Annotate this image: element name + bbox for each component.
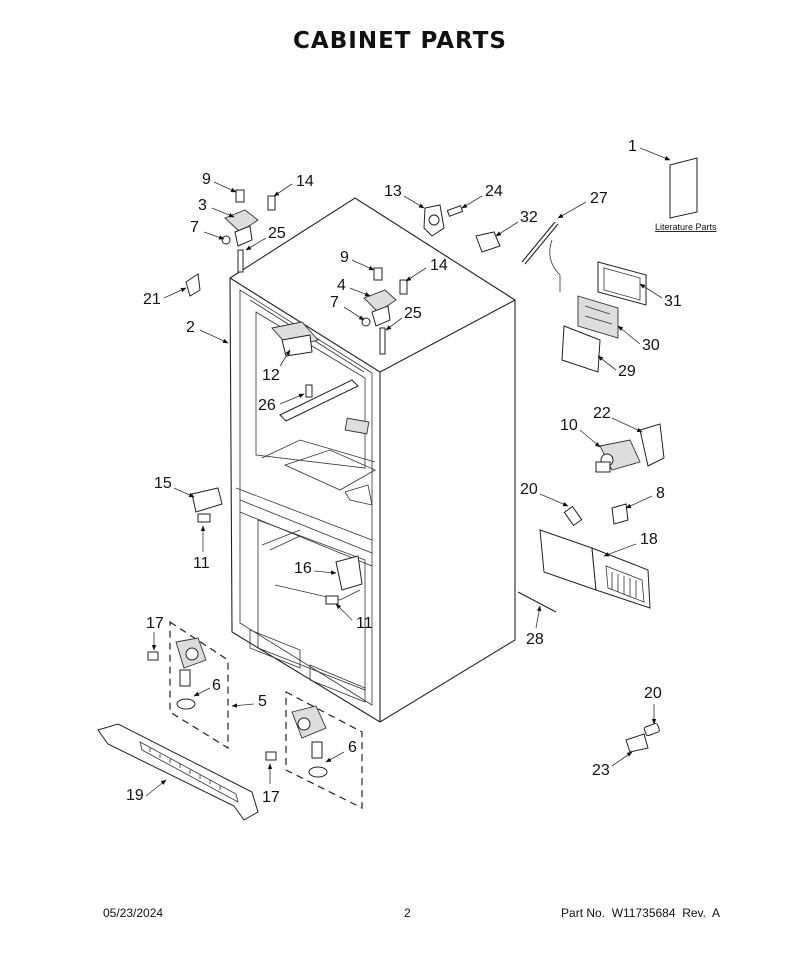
callout-20b: 20 [644,685,662,702]
callout-24: 24 [485,183,503,200]
cover-29 [561,325,601,373]
callout-32: 32 [520,209,538,226]
fitting-20-23 [625,722,660,753]
callout-3: 3 [198,197,207,214]
bracket-15 [191,487,223,523]
callout-17b: 17 [262,789,280,806]
callout-13: 13 [384,183,402,200]
callout-6b: 6 [348,739,357,756]
callout-22: 22 [593,405,611,422]
grille-panel-18 [539,529,651,609]
clip-32 [475,231,501,253]
callout-20a: 20 [520,481,538,498]
callout-29: 29 [618,363,636,380]
callout-19: 19 [126,787,144,804]
toe-grille-19 [97,723,259,821]
callout-18: 18 [640,531,658,548]
callout-10: 10 [560,417,578,434]
callout-2: 2 [186,319,195,336]
callout-15: 15 [154,475,172,492]
callout-7a: 7 [190,219,199,236]
callout-11b: 11 [356,615,373,632]
callout-17a: 17 [146,615,164,632]
bracket-22 [639,423,665,467]
callout-26: 26 [258,397,276,414]
callout-25b: 25 [404,305,422,322]
center-top-hinge [361,267,408,355]
callout-9a: 9 [202,171,211,188]
callout-6a: 6 [212,677,221,694]
callouts: 1 2 3 4 5 6 6 7 7 8 9 9 10 11 11 12 13 [126,138,682,806]
callout-23: 23 [592,762,610,779]
callout-8: 8 [656,485,665,502]
water-tube-27 [521,221,561,292]
callout-28: 28 [526,631,544,648]
control-board-30 [577,295,619,339]
callout-5: 5 [258,693,267,710]
callout-21: 21 [143,291,161,308]
refrigerator-cabinet [229,197,516,723]
callout-30: 30 [642,337,660,354]
callout-14a: 14 [296,173,314,190]
callout-7b: 7 [330,294,339,311]
callout-14b: 14 [430,257,448,274]
footer-page-number: 2 [404,906,411,920]
callout-9b: 9 [340,249,349,266]
water-valve-10 [595,439,641,473]
footer-part-number: Part No. W11735684 Rev. A [561,906,720,920]
hinge-13-24 [423,204,464,237]
callout-12: 12 [262,367,280,384]
callout-4: 4 [337,277,346,294]
callout-31: 31 [664,293,682,310]
callout-27: 27 [590,190,608,207]
tube-20-upper [563,505,583,527]
front-leveling-groups [147,620,363,809]
page-title: CABINET PARTS [293,28,507,54]
callout-11a: 11 [193,555,210,572]
bracket-21 [185,273,201,297]
literature-label: Literature Parts [655,222,717,232]
callout-16: 16 [294,560,312,577]
strip-28 [517,591,557,613]
bracket-16 [325,555,363,605]
footer-date: 05/23/2024 [103,906,164,920]
cover-31 [597,261,647,306]
callout-25a: 25 [268,225,286,242]
clip-8 [611,503,629,525]
literature-parts: Literature Parts [655,157,717,232]
callout-1: 1 [628,138,637,155]
